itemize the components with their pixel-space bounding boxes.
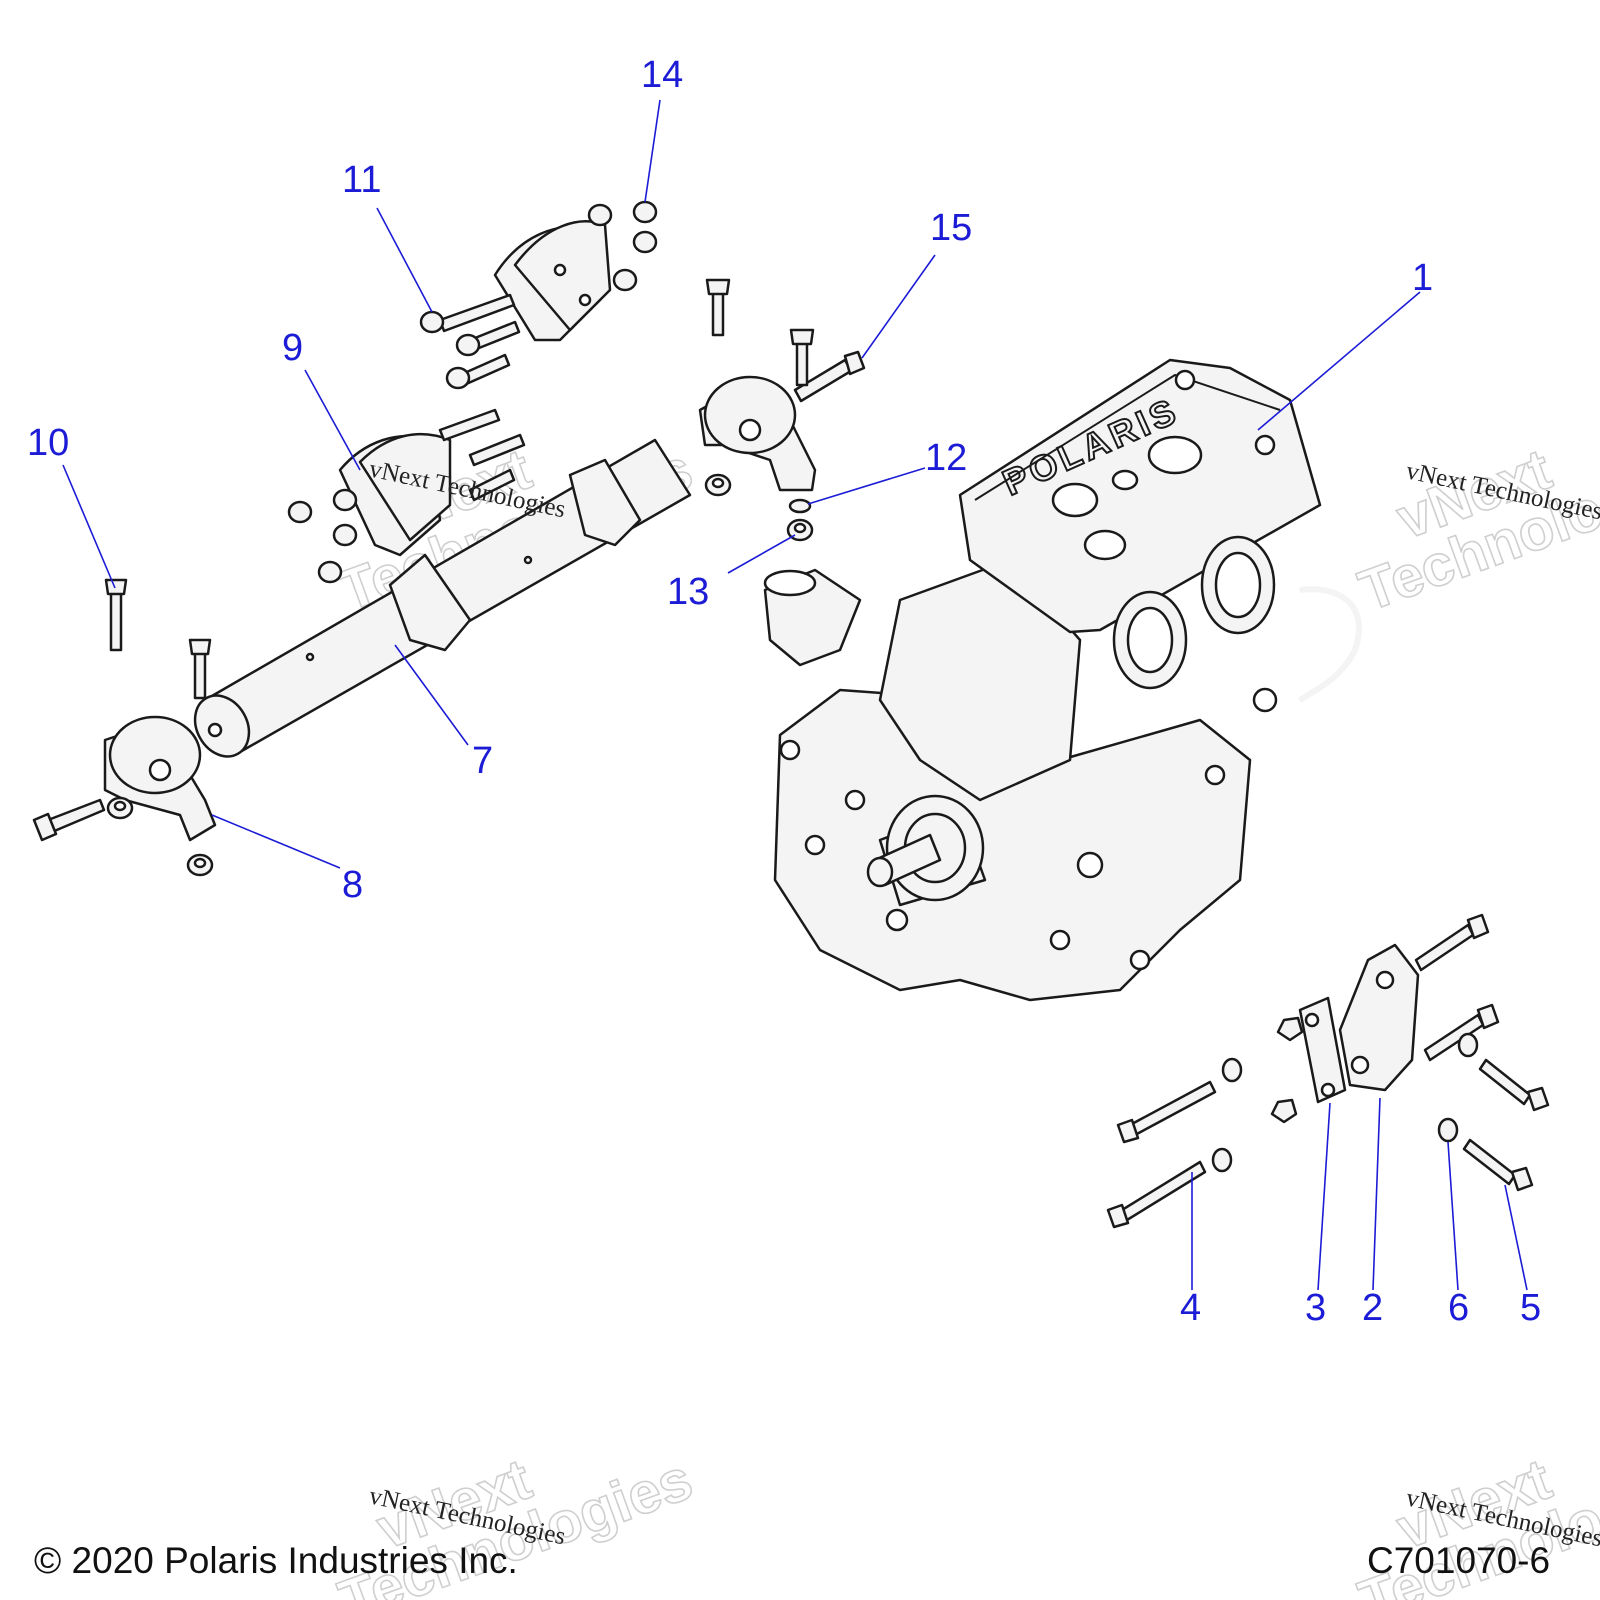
- copyright-text: © 2020 Polaris Industries Inc.: [34, 1540, 518, 1581]
- callout-12: 12: [925, 437, 967, 479]
- callout-15: 15: [930, 207, 972, 249]
- callout-labels: 1 2 3 4 5 6 7 8 9 10 11 12 13 14 15: [27, 54, 1541, 1329]
- bracket-assembly: [1106, 913, 1550, 1229]
- callout-2: 2: [1362, 1287, 1383, 1329]
- callout-9: 9: [282, 327, 303, 369]
- snubber-plate-upper: [419, 200, 658, 390]
- callout-13: 13: [667, 571, 709, 613]
- callout-3: 3: [1305, 1287, 1326, 1329]
- drawing-number: C701070-6: [1367, 1540, 1550, 1581]
- engine-assembly: POLARIS: [763, 358, 1362, 1002]
- callout-7: 7: [472, 740, 493, 782]
- leader-lines: [62, 99, 1528, 1291]
- callout-8: 8: [342, 864, 363, 906]
- callout-4: 4: [1180, 1287, 1201, 1329]
- callout-1: 1: [1412, 257, 1433, 299]
- snubber-plate-lower: [287, 408, 526, 584]
- callout-14: 14: [641, 54, 683, 96]
- engine-mount-right: [698, 278, 866, 542]
- engine-mount-left: [32, 578, 217, 877]
- callout-5: 5: [1520, 1287, 1541, 1329]
- callout-10: 10: [27, 422, 69, 464]
- callout-11: 11: [342, 159, 381, 201]
- callout-6: 6: [1448, 1287, 1469, 1329]
- tube-shaft: [193, 438, 692, 758]
